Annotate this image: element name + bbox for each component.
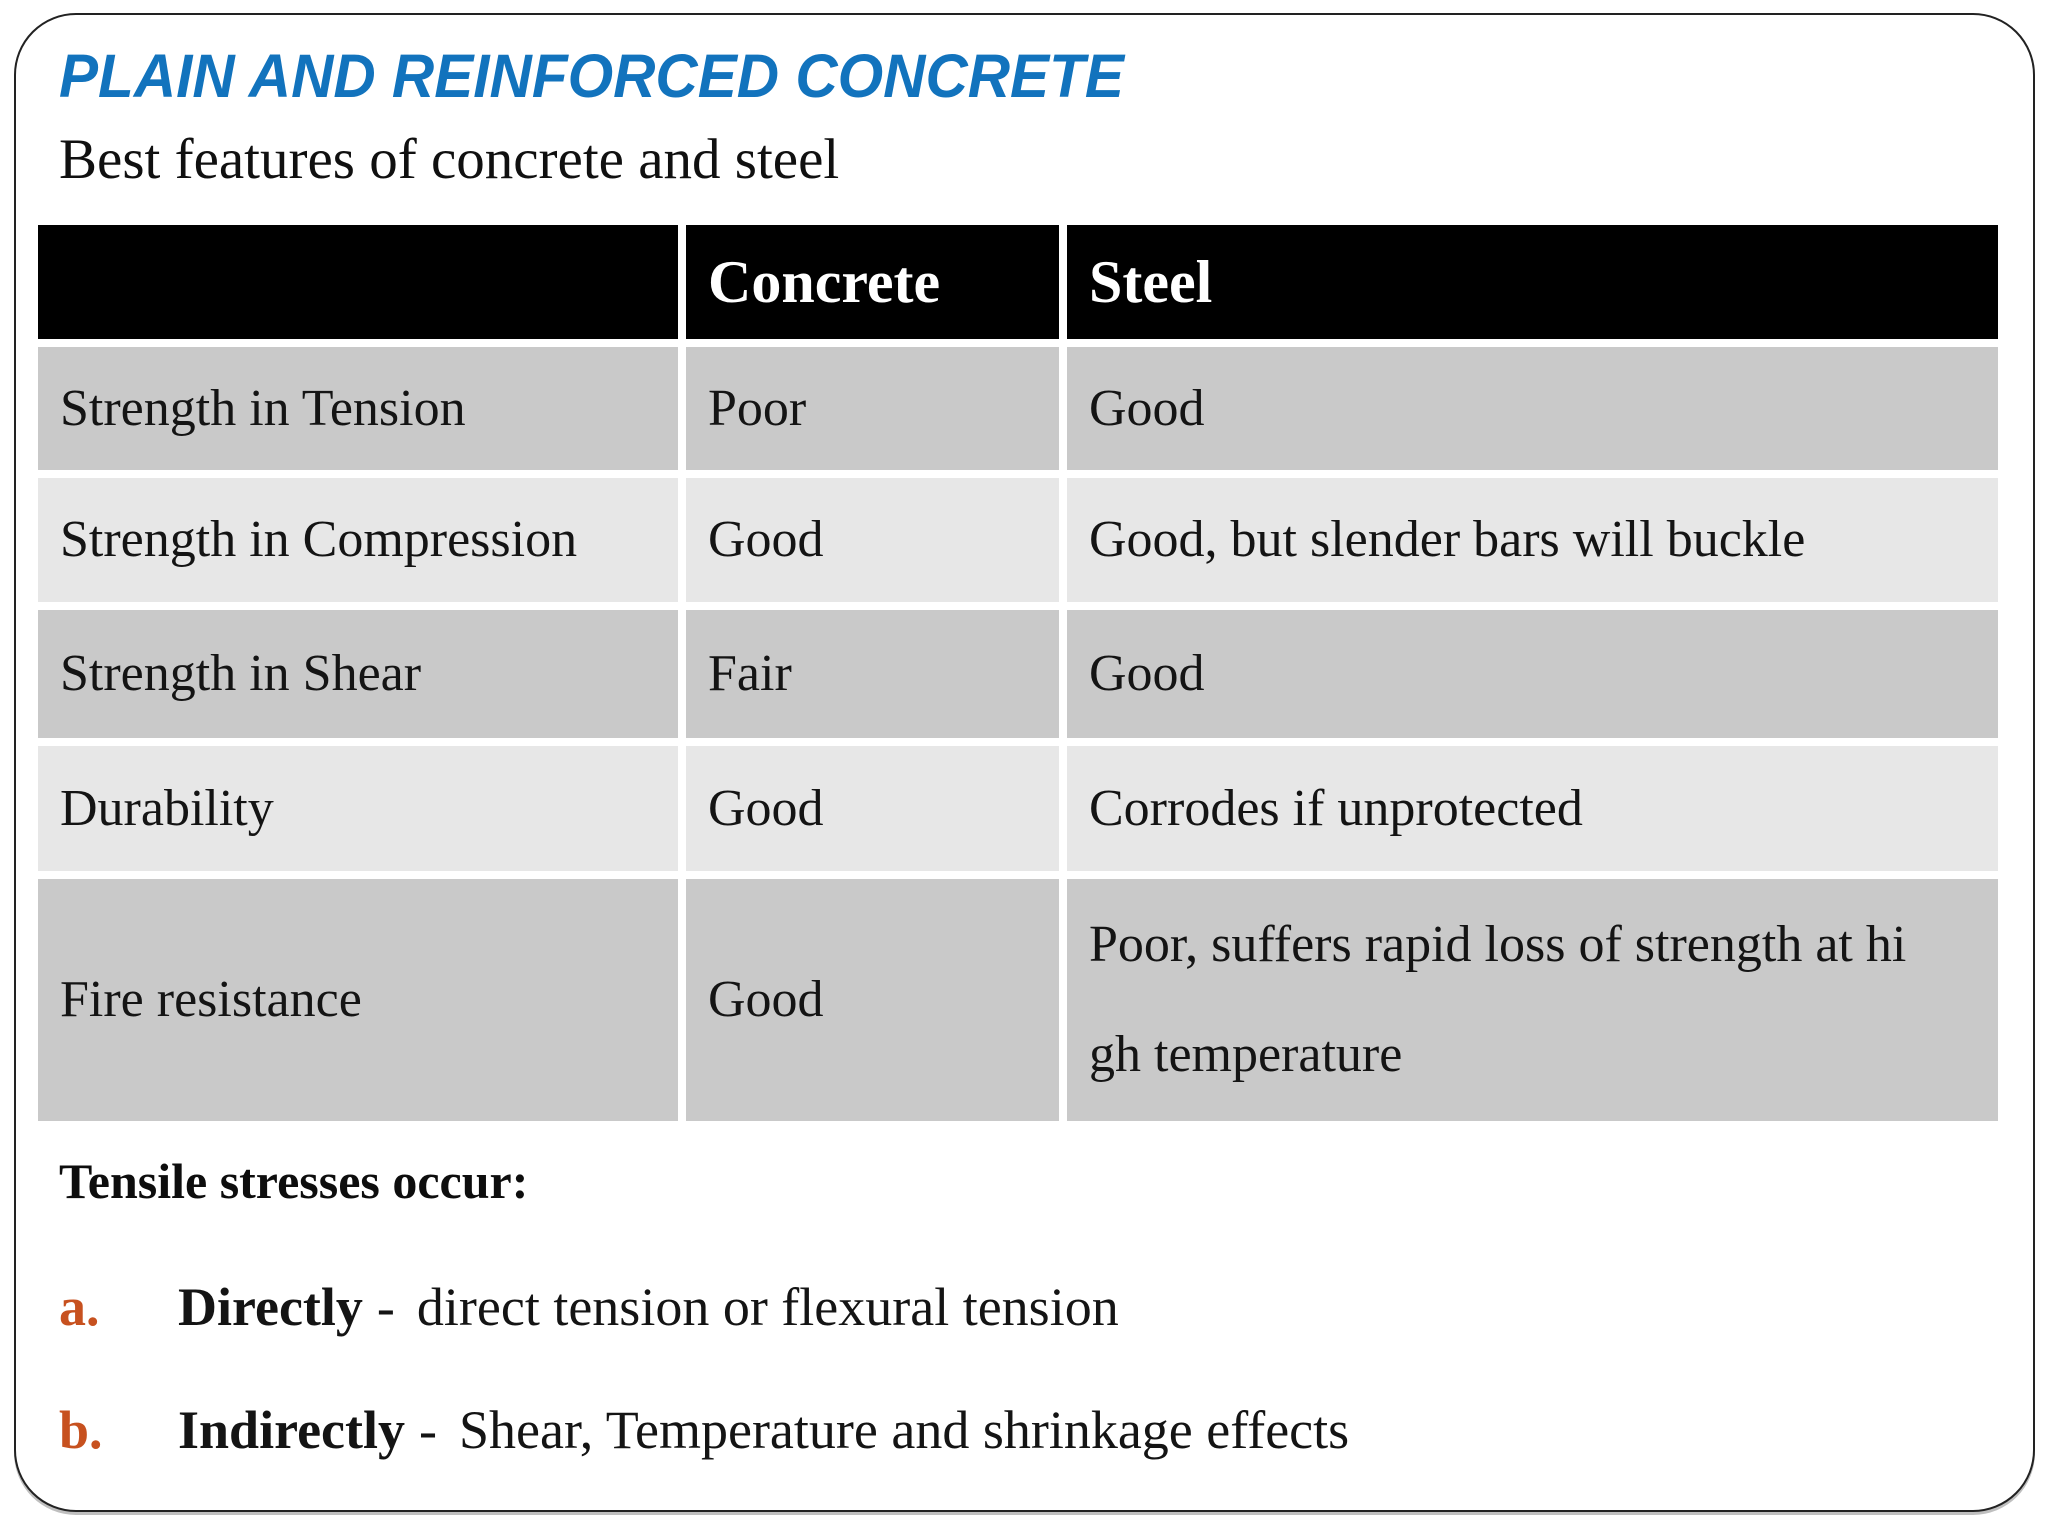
dash-separator: - — [419, 1400, 437, 1460]
list-desc-directly: direct tension or flexural tension — [416, 1277, 1119, 1337]
table-cell-feature: Fire resistance — [38, 879, 678, 1121]
list-text-b: Indirectly-Shear, Temperature and shrink… — [178, 1399, 1349, 1461]
dash-separator: - — [376, 1277, 395, 1337]
tensile-heading: Tensile stresses occur: — [59, 1153, 529, 1209]
table-cell-steel: Good, but slender bars will buckle — [1067, 478, 1998, 602]
slide: PLAIN AND REINFORCED CONCRETE Best featu… — [14, 13, 2035, 1512]
list-marker-b: b. — [59, 1400, 103, 1460]
table-cell-concrete: Good — [686, 879, 1059, 1121]
list-marker-a: a. — [59, 1277, 100, 1337]
header-cell-concrete: Concrete — [686, 225, 1059, 339]
table-cell-steel: Good — [1067, 610, 1998, 738]
slide-title: PLAIN AND REINFORCED CONCRETE — [59, 42, 1124, 110]
table-cell-concrete: Fair — [686, 610, 1059, 738]
table-cell-steel: Good — [1067, 347, 1998, 470]
table-cell-feature: Durability — [38, 746, 678, 871]
list-item-indirectly: b. Indirectly-Shear, Temperature and shr… — [59, 1399, 1349, 1461]
list-term-directly: Directly — [178, 1277, 363, 1337]
list-item-directly: a. Directly-direct tension or flexural t… — [59, 1276, 1119, 1338]
table-cell-steel: Poor, suffers rapid loss of strength at … — [1067, 879, 1998, 1121]
table-cell-feature: Strength in Shear — [38, 610, 678, 738]
table-cell-concrete: Good — [686, 746, 1059, 871]
table-cell-concrete: Good — [686, 478, 1059, 602]
table-cell-steel-line1: Poor, suffers rapid loss of strength at … — [1089, 915, 1907, 973]
header-cell-steel: Steel — [1067, 225, 1998, 339]
table-cell-feature: Strength in Tension — [38, 347, 678, 470]
header-cell-empty — [38, 225, 678, 339]
list-term-indirectly: Indirectly — [178, 1400, 405, 1460]
table-cell-steel-line2: gh temperature — [1089, 1026, 1403, 1083]
table-cell-concrete: Poor — [686, 347, 1059, 470]
slide-subtitle: Best features of concrete and steel — [59, 128, 840, 191]
table-cell-feature: Strength in Compression — [38, 478, 678, 602]
list-desc-indirectly: Shear, Temperature and shrinkage effects — [458, 1400, 1350, 1460]
table-cell-steel: Corrodes if unprotected — [1067, 746, 1998, 871]
comparison-table: Concrete Steel Strength in Tension Poor … — [38, 225, 1998, 1121]
list-text-a: Directly-direct tension or flexural tens… — [178, 1276, 1119, 1338]
